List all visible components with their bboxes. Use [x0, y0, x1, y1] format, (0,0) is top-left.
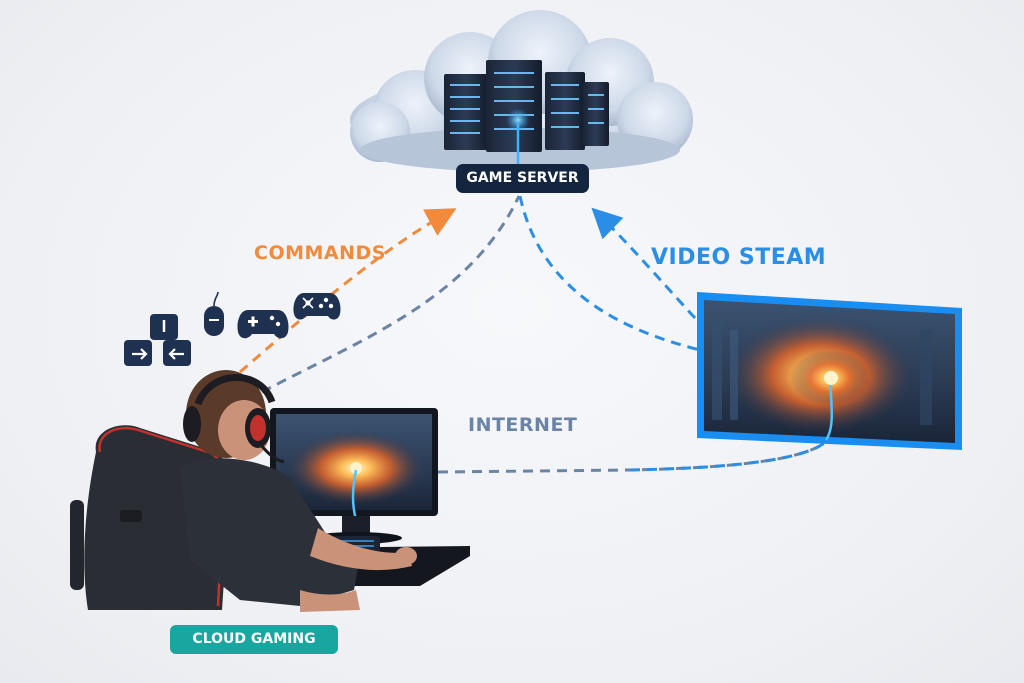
- video-stream-label: VIDEO STEAM: [651, 245, 827, 270]
- game-server-label-text: GAME SERVER: [466, 170, 579, 186]
- commands-label: COMMANDS: [254, 242, 386, 264]
- video-stream-arrow: [591, 207, 697, 320]
- server-to-screen-line: [518, 195, 701, 352]
- server-racks-icon: [444, 60, 609, 168]
- keyboard-arrow-keys-icon: [124, 314, 191, 366]
- internet-label: INTERNET: [468, 414, 578, 436]
- gamepad-icon: [237, 310, 289, 339]
- gamer-monitor: [270, 408, 438, 544]
- game-server-label: GAME SERVER: [456, 164, 589, 193]
- commands-arrow: [239, 208, 457, 374]
- mouse-icon: [204, 291, 224, 336]
- controller-icon: [293, 293, 341, 320]
- cloud-gaming-label-text: CLOUD GAMING: [192, 631, 316, 647]
- cloud-gaming-label: CLOUD GAMING: [170, 625, 338, 654]
- gamer-person: [180, 370, 417, 612]
- video-stream-screen: [697, 292, 962, 450]
- internet-line: [437, 436, 832, 474]
- internet-line-blue: [629, 436, 832, 472]
